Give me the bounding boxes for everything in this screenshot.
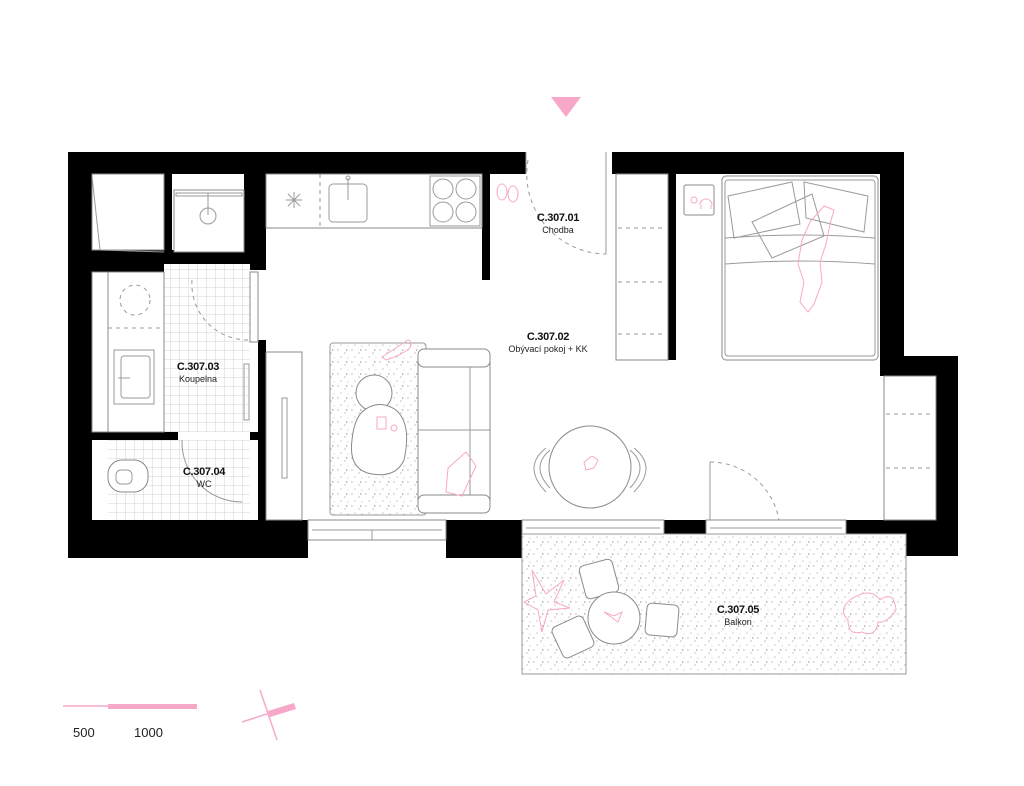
fridge-snowflake-icon (286, 192, 302, 208)
double-bed (683, 175, 879, 361)
living-room-furniture (265, 339, 781, 533)
room-code: C.307.04 (183, 466, 226, 478)
kitchen-counter (265, 173, 483, 229)
balcony (521, 533, 907, 675)
room-code: C.307.01 (537, 212, 579, 224)
windows (307, 519, 847, 541)
scale-label: 1000 (134, 725, 163, 740)
room-code: C.307.02 (527, 331, 569, 343)
cooktop (429, 175, 481, 227)
room-label-living: C.307.02 Obývací pokoj + KK (508, 331, 587, 354)
entrance-triangle-icon (551, 97, 581, 117)
north-arrow-icon (241, 689, 296, 741)
right-alcove-cabinet (883, 375, 937, 521)
room-name: WC (197, 479, 212, 489)
entrance-door-swing (526, 159, 607, 255)
room-label-bathroom: C.307.03 Koupelna (177, 361, 220, 384)
scale-label: 500 (73, 725, 95, 740)
room-name: Chodba (542, 225, 574, 235)
bathroom-area (91, 173, 259, 520)
room-label-balcony: C.307.05 Balkon (717, 604, 760, 627)
room-code: C.307.03 (177, 361, 219, 373)
room-name: Obývací pokoj + KK (508, 344, 587, 354)
scale-bar: 500 1000 (63, 704, 197, 740)
wardrobe (615, 173, 669, 361)
room-label-wc: C.307.04 WC (183, 466, 227, 489)
room-label-chodba: C.307.01 Chodba (537, 212, 580, 235)
room-name: Koupelna (179, 374, 217, 384)
room-name: Balkon (724, 617, 752, 627)
room-code: C.307.05 (717, 604, 759, 616)
slippers-icon (496, 183, 519, 203)
